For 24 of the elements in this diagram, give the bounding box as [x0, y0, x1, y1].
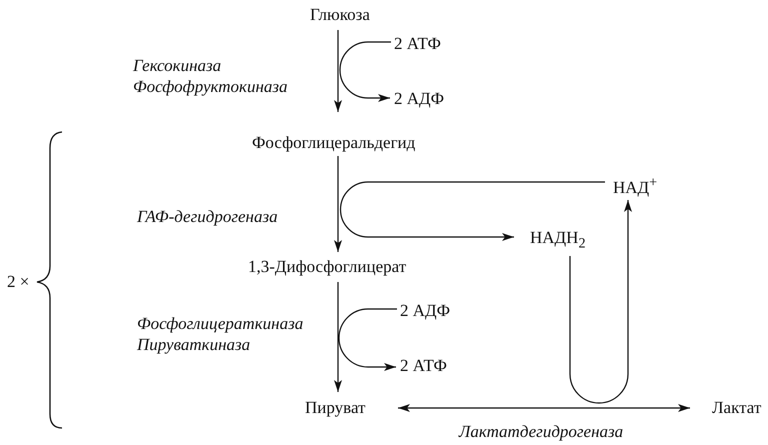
arrow: [334, 156, 342, 252]
enzyme-name: ГАФ-дегидрогеназа: [137, 207, 278, 227]
enzyme-name: Лактатдегидрогеназа: [458, 422, 624, 442]
cofactor-name: 2 АТФ: [400, 356, 447, 376]
cofactor-name: 2 АТФ: [394, 34, 441, 54]
curved-arrow: [338, 308, 397, 371]
metabolite-name: Глюкоза: [310, 5, 370, 25]
curved-arrow: [339, 41, 391, 102]
arrow: [334, 30, 342, 112]
cofactor-name: 2 АДФ: [394, 89, 444, 109]
cofactor-name: НАДН$_{2}$: [530, 228, 586, 252]
multiplier-label: 2 ×: [7, 272, 30, 292]
enzyme-name: Фосфоглицераткиназа Пируваткиназа: [137, 312, 304, 356]
cofactor-name: НАД$^{+}$: [613, 174, 658, 198]
cofactor-name: 2 АДФ: [400, 301, 450, 321]
curved-arrow: [569, 200, 632, 404]
metabolite-name: Пируват: [305, 398, 366, 418]
metabolite-name: Фосфоглицеральдегид: [252, 133, 416, 153]
double-arrow: [398, 404, 690, 412]
metabolite-name: 1,3-Дифосфоглицерат: [248, 257, 406, 277]
curved-arrow: [340, 181, 605, 241]
enzyme-name: Гексокиназа Фосфофруктокиназа: [133, 54, 288, 98]
arrow: [334, 282, 342, 392]
metabolite-name: Лактат: [712, 398, 762, 418]
